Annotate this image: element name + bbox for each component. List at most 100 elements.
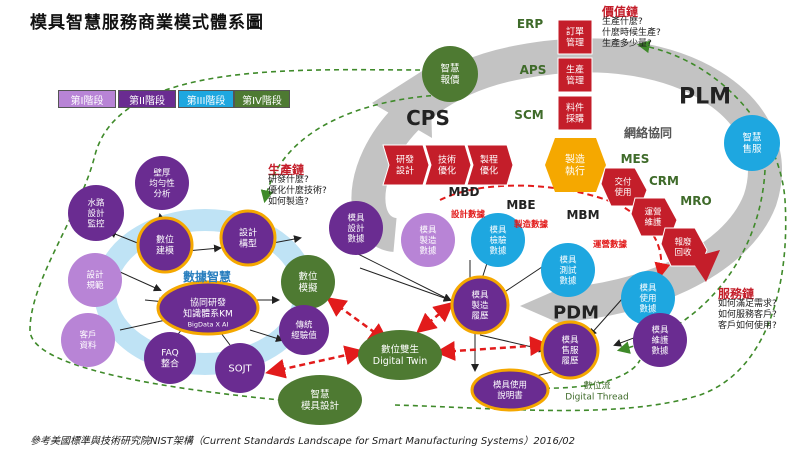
process-step-1-label: 研發設計 xyxy=(396,154,414,177)
production-chain-title: 生產鏈 xyxy=(268,162,304,177)
sojt-node xyxy=(215,343,265,393)
sim-twin-link xyxy=(325,297,390,343)
customer-data-node-label: 客戶資料 xyxy=(79,330,97,352)
user-manual-node-label: 模具使用說明書 xyxy=(493,380,527,402)
cps-label: CPS xyxy=(406,106,450,130)
process-step-2-label: 技術優化 xyxy=(438,154,456,177)
mold-design-data-node xyxy=(329,201,383,255)
dashed-loop-4 xyxy=(499,359,641,389)
digital-modeling-node-label: 數位建模 xyxy=(156,234,174,257)
smart-quote-node xyxy=(422,46,478,102)
legacy-node xyxy=(279,305,329,355)
connector-15 xyxy=(498,264,546,297)
data-wisdom-label: 數據智慧 xyxy=(183,269,231,284)
smart-quote-node-label: 智慧報價 xyxy=(440,63,460,87)
production-chain-lines: 研發什麼?優化什麼技術?如何製造? xyxy=(268,173,327,207)
outer-dashed-loop xyxy=(29,45,787,412)
service-step-2-label: 運營維護 xyxy=(644,207,662,229)
mbd-label: MBD xyxy=(448,185,479,199)
process-step-1 xyxy=(382,144,430,186)
user-manual-node xyxy=(470,368,550,412)
mfg-data-label: 製造數據 xyxy=(513,219,549,230)
mold-service-history-node-label: 模具售服履歷 xyxy=(561,334,579,366)
service-chain-lines: 如何滿足需求?如何服務客戶?客戶如何使用? xyxy=(718,297,777,331)
mold-test-data-node xyxy=(541,243,595,297)
mold-mfg-data-node-label: 模具製造數據 xyxy=(419,224,437,256)
supply-step-1 xyxy=(557,19,593,55)
supply-step-2 xyxy=(557,57,593,93)
sojt-node-label: SOJT xyxy=(228,364,252,375)
service-chain-title: 服務鏈 xyxy=(718,286,754,301)
connector-21 xyxy=(359,267,452,302)
design-spec-node-label: 設計規範 xyxy=(86,270,104,292)
wall-thickness-node xyxy=(135,156,189,210)
crm-label: CRM xyxy=(649,174,679,188)
erp-label: ERP xyxy=(517,17,543,31)
mold-mfg-data-node xyxy=(401,213,455,267)
mold-maint-data-node xyxy=(633,313,687,367)
design-frame-node-label: 設計構型 xyxy=(239,227,257,250)
smart-mold-design-node-label: 智慧模具設計 xyxy=(301,389,340,413)
mold-use-data-node xyxy=(621,271,675,325)
stage-legend-4: 第IV階段 xyxy=(234,90,290,108)
twin-service-link xyxy=(435,336,550,361)
digital-sim-node xyxy=(281,255,335,309)
mold-mfg-history-node-label: 模具製造履歷 xyxy=(471,289,489,321)
legacy-node-label: 傳統經驗值 xyxy=(291,320,317,342)
twin-mfg-link xyxy=(416,301,454,334)
connector-10 xyxy=(249,329,284,343)
mold-use-data-node-label: 模具使用數據 xyxy=(639,282,657,314)
smart-service-node-label: 智慧售服 xyxy=(742,132,762,156)
dashed-loop-2 xyxy=(260,94,441,204)
wall-thickness-node-label: 壁厚均勻性分析 xyxy=(149,167,175,199)
plm-label: PLM xyxy=(679,85,731,110)
value-chain-title: 價值鏈 xyxy=(601,4,638,19)
mbe-label: MBE xyxy=(506,198,535,212)
mbm-label: MBM xyxy=(566,208,599,222)
source-caption: 參考美國標準與技術研究院NIST架構（Current Standards Lan… xyxy=(30,436,575,447)
faq-node xyxy=(144,332,196,384)
aps-label: APS xyxy=(520,63,547,77)
mold-mfg-history-node xyxy=(450,275,510,335)
service-step-3-label: 報廢回收 xyxy=(674,237,692,259)
mold-inspect-data-node-label: 模具檢驗數據 xyxy=(489,224,507,256)
km-sub-label: BigData X AI xyxy=(188,320,229,328)
manufacturing-hub-label: 製造執行 xyxy=(565,153,585,178)
mro-label: MRO xyxy=(680,194,711,208)
digital-twin-node xyxy=(358,330,442,380)
customer-data-node xyxy=(61,313,115,367)
stage-legend-1: 第I階段 xyxy=(58,90,116,108)
manufacturing-hub xyxy=(545,138,606,192)
red-dashed-arc xyxy=(439,184,671,279)
process-step-2 xyxy=(424,144,472,186)
connector-12 xyxy=(349,249,452,301)
scm-label: SCM xyxy=(514,108,543,122)
process-step-3 xyxy=(466,144,514,186)
mold-service-history-node xyxy=(540,320,600,380)
network-label: 網絡協同 xyxy=(624,125,672,140)
ops-data-label: 運營數據 xyxy=(593,239,628,250)
service-arrowhead xyxy=(690,250,720,282)
ring-arrowhead-left xyxy=(372,66,432,138)
design-twin-link xyxy=(265,345,365,379)
mes-label: MES xyxy=(621,152,650,166)
design-spec-node xyxy=(68,253,122,307)
km-node xyxy=(156,280,260,336)
supply-step-3 xyxy=(557,95,593,131)
connector-4 xyxy=(119,271,162,292)
km-node-label: 協同研發知識體系KM xyxy=(183,297,233,320)
supply-step-3-label: 料件採購 xyxy=(566,102,584,125)
page-title: 模具智慧服務商業模式體系圖 xyxy=(30,13,264,33)
design-frame-node xyxy=(219,209,277,267)
supply-step-2-label: 生產管理 xyxy=(566,64,584,87)
digital-modeling-node xyxy=(136,216,194,274)
value-chain-lines: 生產什麼?什麼時候生產?生產多少量? xyxy=(602,15,661,49)
stage-legend-3: 第III階段 xyxy=(178,90,234,108)
smart-mold-design-node xyxy=(278,375,362,425)
supply-step-1-label: 訂單管理 xyxy=(566,26,584,49)
